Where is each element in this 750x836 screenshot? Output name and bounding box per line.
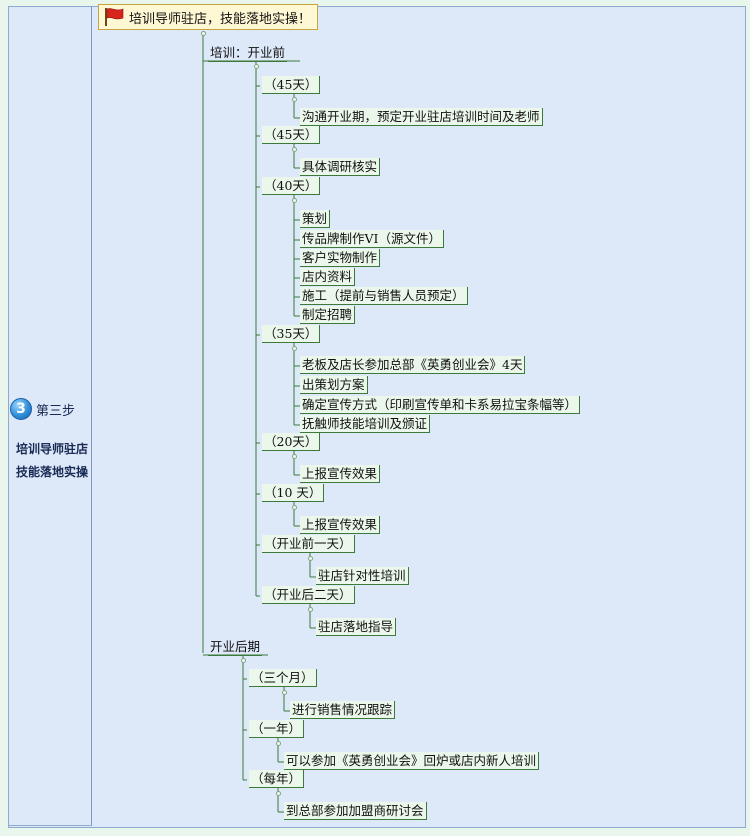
leaf-node[interactable]: 店内资料 — [300, 268, 356, 286]
branch-node[interactable]: 开业后期 — [208, 639, 263, 656]
root-label: 培训导师驻店，技能落地实操！ — [129, 11, 312, 27]
leaf-node[interactable]: 传品牌制作VI（源文件） — [300, 230, 444, 248]
group-node[interactable]: （每年） — [249, 770, 305, 788]
leaf-node[interactable]: 施工（提前与销售人员预定） — [300, 287, 468, 305]
group-node[interactable]: （开业后二天） — [262, 586, 355, 604]
expand-toggle-group[interactable] — [291, 197, 297, 203]
red-flag-icon — [105, 8, 124, 26]
step-label: 第三步 — [36, 403, 76, 419]
expand-toggle-branch[interactable] — [240, 657, 246, 663]
leaf-node[interactable]: 抚触师技能培训及颁证 — [300, 415, 431, 433]
leaf-node[interactable]: 上报宣传效果 — [300, 516, 381, 534]
expand-toggle-group[interactable] — [281, 689, 287, 695]
branch-node[interactable]: 培训：开业前 — [208, 45, 288, 62]
expand-toggle-group[interactable] — [291, 96, 297, 102]
group-node[interactable]: （开业前一天） — [262, 535, 355, 553]
expand-toggle-root[interactable] — [200, 30, 206, 36]
leaf-node[interactable]: 沟通开业期，预定开业驻店培训时间及老师 — [300, 108, 543, 126]
group-node[interactable]: （35天） — [262, 325, 321, 343]
expand-toggle-group[interactable] — [307, 606, 313, 612]
leaf-node[interactable]: 老板及店长参加总部《英勇创业会》4天 — [300, 356, 526, 374]
leaf-node[interactable]: 出策划方案 — [300, 376, 368, 394]
leaf-node[interactable]: 确定宣传方式（印刷宣传单和卡系易拉宝条幅等） — [300, 396, 581, 414]
leaf-node[interactable]: 具体调研核实 — [300, 158, 381, 176]
group-node[interactable]: （一年） — [249, 720, 305, 738]
leaf-node[interactable]: 驻店针对性培训 — [316, 567, 409, 585]
leaf-node[interactable]: 到总部参加加盟商研讨会 — [284, 802, 427, 820]
expand-toggle-group[interactable] — [291, 504, 297, 510]
root-node[interactable]: 培训导师驻店，技能落地实操！ — [98, 4, 319, 30]
step-header: 3 第三步 — [10, 396, 75, 422]
expand-toggle-group[interactable] — [307, 555, 313, 561]
group-node[interactable]: （20天） — [262, 433, 321, 451]
leaf-node[interactable]: 上报宣传效果 — [300, 465, 381, 483]
step-description-line-2: 技能落地实操 — [16, 465, 89, 479]
group-node[interactable]: （45天） — [262, 126, 321, 144]
group-node[interactable]: （40天） — [262, 177, 321, 195]
leaf-node[interactable]: 客户实物制作 — [300, 249, 381, 267]
leaf-node[interactable]: 可以参加《英勇创业会》回炉或店内新人培训 — [284, 752, 540, 770]
group-node[interactable]: （45天） — [262, 76, 321, 94]
step-description-line-1: 培训导师驻店 — [16, 442, 89, 456]
expand-toggle-group[interactable] — [275, 790, 281, 796]
expand-toggle-group[interactable] — [291, 146, 297, 152]
leaf-node[interactable]: 制定招聘 — [300, 306, 356, 324]
expand-toggle-branch[interactable] — [253, 63, 259, 69]
expand-toggle-group[interactable] — [291, 453, 297, 459]
leaf-node[interactable]: 驻店落地指导 — [316, 618, 397, 636]
group-node[interactable]: （三个月） — [249, 669, 317, 687]
leaf-node[interactable]: 进行销售情况跟踪 — [290, 701, 396, 719]
group-node[interactable]: （10 天） — [262, 484, 325, 502]
leaf-node[interactable]: 策划 — [300, 210, 331, 228]
step-number-icon: 3 — [10, 398, 32, 420]
expand-toggle-group[interactable] — [291, 345, 297, 351]
expand-toggle-group[interactable] — [275, 740, 281, 746]
